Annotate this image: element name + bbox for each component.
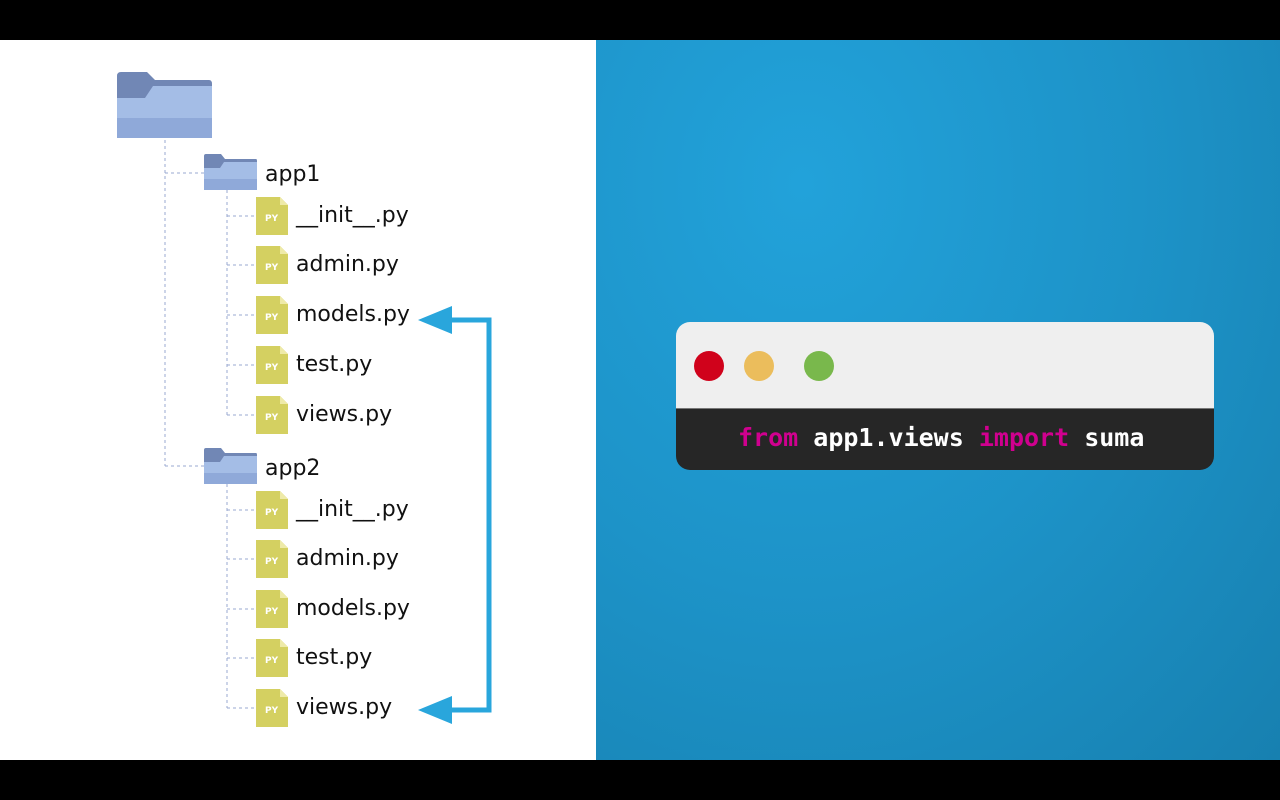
- keyword-from: from: [738, 423, 799, 452]
- folder-icon: [204, 448, 257, 484]
- file-label: admin.py: [296, 546, 399, 571]
- file-label: views.py: [296, 695, 393, 720]
- svg-text:PY: PY: [265, 214, 279, 224]
- file-label: test.py: [296, 352, 373, 377]
- window-titlebar: [676, 322, 1214, 408]
- code-body: from app1.views import suma: [676, 408, 1214, 470]
- minimize-button[interactable]: [744, 351, 774, 381]
- python-file-icon: PY: [256, 639, 288, 677]
- python-file-icon: PY: [256, 246, 288, 284]
- arrow-head-down: [418, 696, 452, 724]
- svg-text:PY: PY: [265, 263, 279, 273]
- file-label: models.py: [296, 302, 410, 327]
- folder-label-app2: app2: [265, 456, 321, 481]
- file-tree-panel: app1 app2 PY __init__.py PY admin.py PY …: [0, 40, 596, 760]
- python-file-icon: PY: [256, 346, 288, 384]
- file-label: __init__.py: [296, 203, 409, 228]
- python-file-icon: PY: [256, 540, 288, 578]
- python-file-icon: PY: [256, 689, 288, 727]
- svg-text:PY: PY: [265, 313, 279, 323]
- maximize-button[interactable]: [804, 351, 834, 381]
- file-label: views.py: [296, 402, 393, 427]
- close-button[interactable]: [694, 351, 724, 381]
- code-line: from app1.views import suma: [738, 423, 1144, 452]
- svg-text:PY: PY: [265, 656, 279, 666]
- keyword-import: import: [978, 423, 1070, 452]
- module-path: app1.views: [798, 423, 979, 452]
- arrow-head-up: [418, 306, 452, 334]
- file-label: admin.py: [296, 252, 399, 277]
- file-label: __init__.py: [296, 497, 409, 522]
- letterbox-bottom: [0, 760, 1280, 800]
- file-label: models.py: [296, 596, 410, 621]
- root-folder-icon: [117, 72, 212, 138]
- folder-label-app1: app1: [265, 162, 321, 187]
- python-file-icon: PY: [256, 491, 288, 529]
- svg-text:PY: PY: [265, 706, 279, 716]
- svg-text:PY: PY: [265, 413, 279, 423]
- svg-text:PY: PY: [265, 508, 279, 518]
- svg-text:PY: PY: [265, 607, 279, 617]
- letterbox-top: [0, 0, 1280, 40]
- python-file-icon: PY: [256, 396, 288, 434]
- file-label: test.py: [296, 645, 373, 670]
- import-arrow: [418, 306, 492, 724]
- tree-connectors: [164, 140, 492, 724]
- imported-name: suma: [1069, 423, 1145, 452]
- python-file-icon: PY: [256, 590, 288, 628]
- python-file-icon: PY: [256, 197, 288, 235]
- folder-icon: [204, 154, 257, 190]
- code-window: from app1.views import suma: [676, 322, 1214, 470]
- svg-text:PY: PY: [265, 557, 279, 567]
- python-file-icon: PY: [256, 296, 288, 334]
- svg-text:PY: PY: [265, 363, 279, 373]
